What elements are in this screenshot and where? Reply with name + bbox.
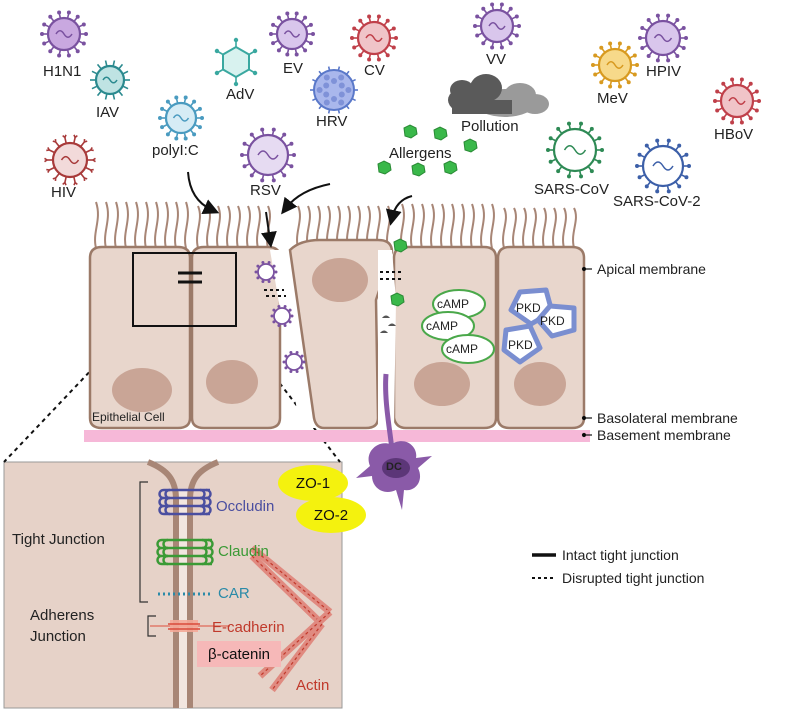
allergen-particle-1: [404, 125, 417, 138]
adherens-junction-label-line1: Adherens: [30, 608, 94, 623]
tight-junction-label: Tight Junction: [12, 532, 105, 547]
basement-membrane-label: Basement membrane: [597, 428, 731, 442]
nucleus-3: [312, 258, 368, 302]
nucleus-2: [206, 360, 258, 404]
ev-label: EV: [283, 61, 303, 76]
epithelial-cell-label: Epithelial Cell: [92, 411, 165, 423]
nucleus-4: [414, 362, 470, 406]
hpiv-label: HPIV: [646, 64, 681, 79]
pkd-label-1: PKD: [516, 302, 541, 314]
mev-label: MeV: [597, 91, 628, 106]
polyic-label: polyI:C: [152, 143, 199, 158]
occludin-label: Occludin: [216, 499, 274, 514]
polyic-virus-icon: [158, 96, 204, 141]
camp-label-1: cAMP: [437, 298, 469, 310]
pkd-label-3: PKD: [508, 339, 533, 351]
zo1-label: ZO-1: [278, 465, 348, 501]
legend-intact-label: Intact tight junction: [562, 548, 679, 562]
hpiv-virus-icon: [638, 14, 688, 63]
rsv-label: RSV: [250, 183, 281, 198]
iav-virus-icon: [90, 61, 130, 100]
adv-label: AdV: [226, 87, 254, 102]
hrv-virus-icon: [310, 67, 358, 114]
allergen-particle-4: [378, 161, 391, 174]
car-label: CAR: [218, 586, 250, 601]
allergen-particle-5: [412, 163, 425, 176]
allergen-particle-6: [444, 161, 457, 174]
ev-virus-icon: [269, 12, 315, 57]
adherens-junction-label-line2: Junction: [30, 629, 86, 644]
camp-label-2: cAMP: [426, 320, 458, 332]
iav-label: IAV: [96, 105, 119, 120]
adv-virus-icon: [215, 38, 258, 86]
allergen-particle-2: [434, 127, 447, 140]
pollution-cloud-icon: [448, 74, 549, 117]
apical-membrane-label: Apical membrane: [597, 262, 706, 276]
zo2-label: ZO-2: [296, 497, 366, 533]
actin-label: Actin: [296, 678, 329, 693]
basement-membrane: [84, 430, 590, 442]
sarscov2-label: SARS-CoV-2: [613, 194, 701, 209]
sarscov-label: SARS-CoV: [534, 182, 609, 197]
cv-label: CV: [364, 63, 385, 78]
hbov-label: HBoV: [714, 127, 753, 142]
betacatenin-label: β-catenin: [197, 641, 281, 667]
virus-layer: [40, 3, 761, 194]
hiv-virus-icon: [45, 135, 96, 185]
hbov-virus-icon: [713, 78, 761, 125]
nucleus-1: [112, 368, 172, 412]
h1n1-virus-icon: [40, 11, 88, 58]
allergens-label: Allergens: [389, 146, 452, 161]
vv-label: VV: [486, 52, 506, 67]
hiv-label: HIV: [51, 185, 76, 200]
claudin-label: Claudin: [218, 544, 269, 559]
legend-disrupted-label: Disrupted tight junction: [562, 571, 704, 585]
camp-label-3: cAMP: [446, 343, 478, 355]
basolateral-membrane-label: Basolateral membrane: [597, 411, 738, 425]
nucleus-5: [514, 362, 566, 406]
vv-virus-icon: [473, 3, 521, 50]
cv-virus-icon: [350, 15, 398, 62]
sarscov2-virus-icon: [635, 139, 691, 194]
rsv-virus-icon: [240, 128, 296, 183]
h1n1-label: H1N1: [43, 64, 81, 79]
pollution-label: Pollution: [461, 119, 519, 134]
mev-virus-icon: [591, 42, 639, 89]
dc-label: DC: [386, 462, 402, 473]
ecadherin-label: E-cadherin: [212, 620, 285, 635]
allergen-particle-3: [464, 139, 477, 152]
sarscov-virus-icon: [546, 122, 604, 179]
hrv-label: HRV: [316, 114, 347, 129]
pkd-label-2: PKD: [540, 315, 565, 327]
